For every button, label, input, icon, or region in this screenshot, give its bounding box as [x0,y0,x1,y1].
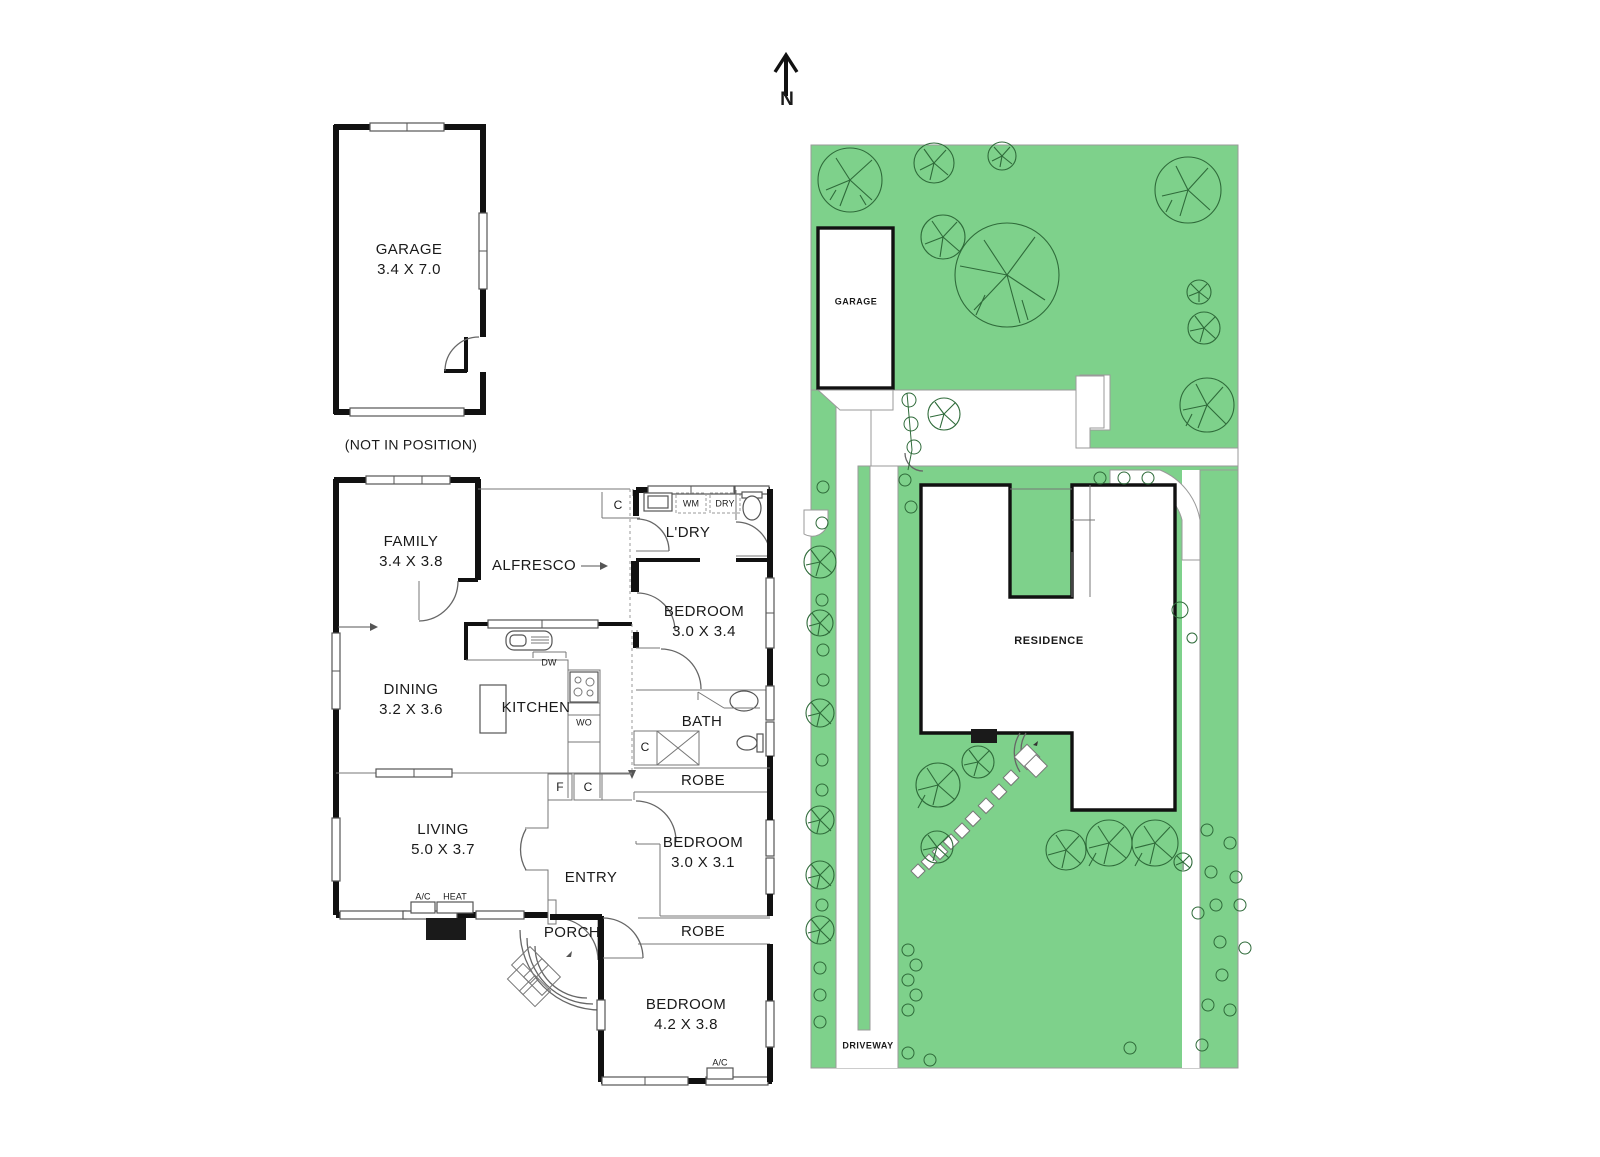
fridge-cupboard-group [547,773,632,801]
cupboard-hall-label: C [584,780,593,794]
porch-name: PORCH [544,924,600,941]
kitchen-sink-fixture [505,630,553,651]
bedroom-1-group: BEDROOM 3.0 X 3.4 [633,562,770,691]
north-arrow: N [773,51,799,110]
alfresco-arrow [581,562,608,570]
north-label: N [780,89,794,110]
dishwasher-marker [532,651,567,658]
entry-porch-group [506,899,604,1011]
site-garage-building [816,226,895,390]
main-floorplan: DW WO F C [331,475,775,1086]
cupboard-bath-label: C [641,740,650,754]
air-con-living-label: A/C [415,891,431,901]
washing-machine-label: WM [683,498,699,508]
dryer-label: DRY [715,498,734,508]
detached-garage-plan: GARAGE 3.4 X 7.0 [333,122,488,417]
bedroom-3-group: A/C BEDROOM 4.2 X 3.8 [596,944,775,1086]
bedroom-3-dim: 4.2 X 3.8 [654,1016,718,1033]
site-garage-label: GARAGE [835,296,878,306]
porch-paving-pattern [506,945,562,1008]
air-con-bed3-label: A/C [712,1057,728,1067]
robe-top-group: ROBE [634,767,770,793]
site-residence-label: RESIDENCE [1014,635,1084,647]
heater-living-label: HEAT [443,891,467,901]
laundry-group: C WM DRY L'DRY [601,485,770,562]
garage-room-dim: 3.4 X 7.0 [377,261,441,278]
fridge-label: F [556,780,564,794]
kitchen-name: KITCHEN [502,699,571,716]
bedroom-1-name: BEDROOM [664,603,744,620]
bedroom-2-name: BEDROOM [663,834,743,851]
bedroom-2-dim: 3.0 X 3.1 [671,854,735,871]
garage-room-name: GARAGE [376,241,443,258]
robe-bottom-name: ROBE [681,923,725,940]
alfresco-name: ALFRESCO [492,557,576,574]
dining-flow-arrow [338,623,378,631]
living-dim: 5.0 X 3.7 [411,841,475,858]
tree-canopies [803,141,1235,945]
family-name: FAMILY [384,533,439,550]
cupboard-laundry-label: C [614,498,623,512]
bedroom-3-name: BEDROOM [646,996,726,1013]
stepping-stone-path [910,769,1020,879]
deck-step-block [426,918,466,940]
driveway-label: DRIVEWAY [842,1040,893,1050]
dining-dim: 3.2 X 3.6 [379,701,443,718]
bath-group: BATH C [633,685,775,772]
site-porch-steps [1013,732,1049,779]
bedroom-2-group: BEDROOM 3.0 X 3.1 [633,772,775,917]
living-name: LIVING [417,821,469,838]
site-deck-block [971,729,997,743]
dishwasher-label: DW [541,657,557,667]
family-dim: 3.4 X 3.8 [379,553,443,570]
cooktop-fixture [569,671,599,703]
shrub-plantings [813,392,1252,1067]
wall-oven-label: WO [576,717,592,727]
bath-name: BATH [682,713,723,730]
robe-top-name: ROBE [681,772,725,789]
entry-name: ENTRY [565,869,618,886]
laundry-name: L'DRY [666,524,711,541]
garage-position-note: (NOT IN POSITION) [345,437,477,453]
bedroom-1-dim: 3.0 X 3.4 [672,623,736,640]
site-plan: GARAGE RESIDENCE [803,141,1252,1069]
robe-bottom-group: ROBE [602,917,770,959]
wc-group [734,485,771,557]
dining-name: DINING [384,681,439,698]
